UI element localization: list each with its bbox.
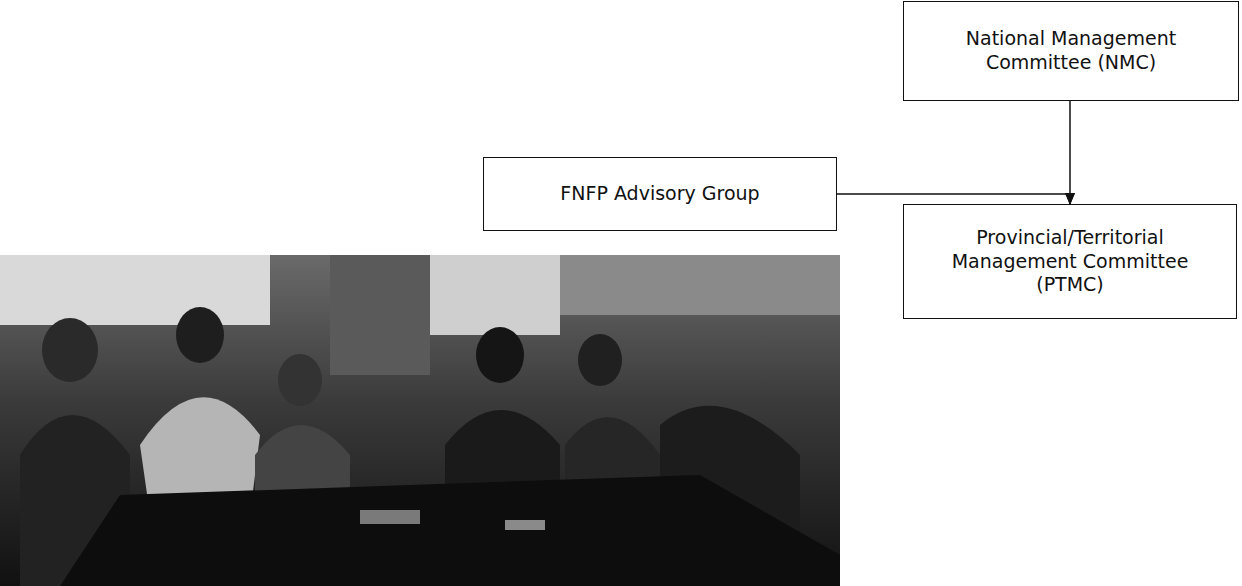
window-light	[430, 255, 560, 335]
papers	[505, 520, 545, 530]
table	[60, 475, 840, 586]
connector-arrow	[837, 194, 1070, 204]
photo-ground	[0, 255, 840, 586]
curtain	[330, 255, 430, 375]
text-holder: FNFP Advisory Group	[560, 182, 759, 206]
connector-arrow	[1069, 101, 1071, 204]
box-label: National Management Committee (NMC)	[934, 27, 1208, 75]
papers	[360, 510, 420, 524]
text-holder: Provincial/Territorial Management Commit…	[934, 226, 1206, 297]
process-box: FNFP Advisory Group	[483, 157, 837, 231]
person	[176, 307, 224, 363]
process-box: Provincial/Territorial Management Commit…	[903, 204, 1237, 319]
wall	[560, 255, 840, 315]
box-label: FNFP Advisory Group	[560, 182, 759, 206]
process-box: National Management Committee (NMC)	[903, 1, 1239, 101]
window-light	[0, 255, 270, 325]
box-label: Provincial/Territorial Management Commit…	[934, 226, 1206, 297]
text-holder: National Management Committee (NMC)	[934, 27, 1208, 75]
person	[42, 318, 98, 382]
person	[476, 327, 524, 383]
meeting-photo	[0, 255, 840, 586]
person	[578, 334, 622, 386]
person	[278, 354, 322, 406]
